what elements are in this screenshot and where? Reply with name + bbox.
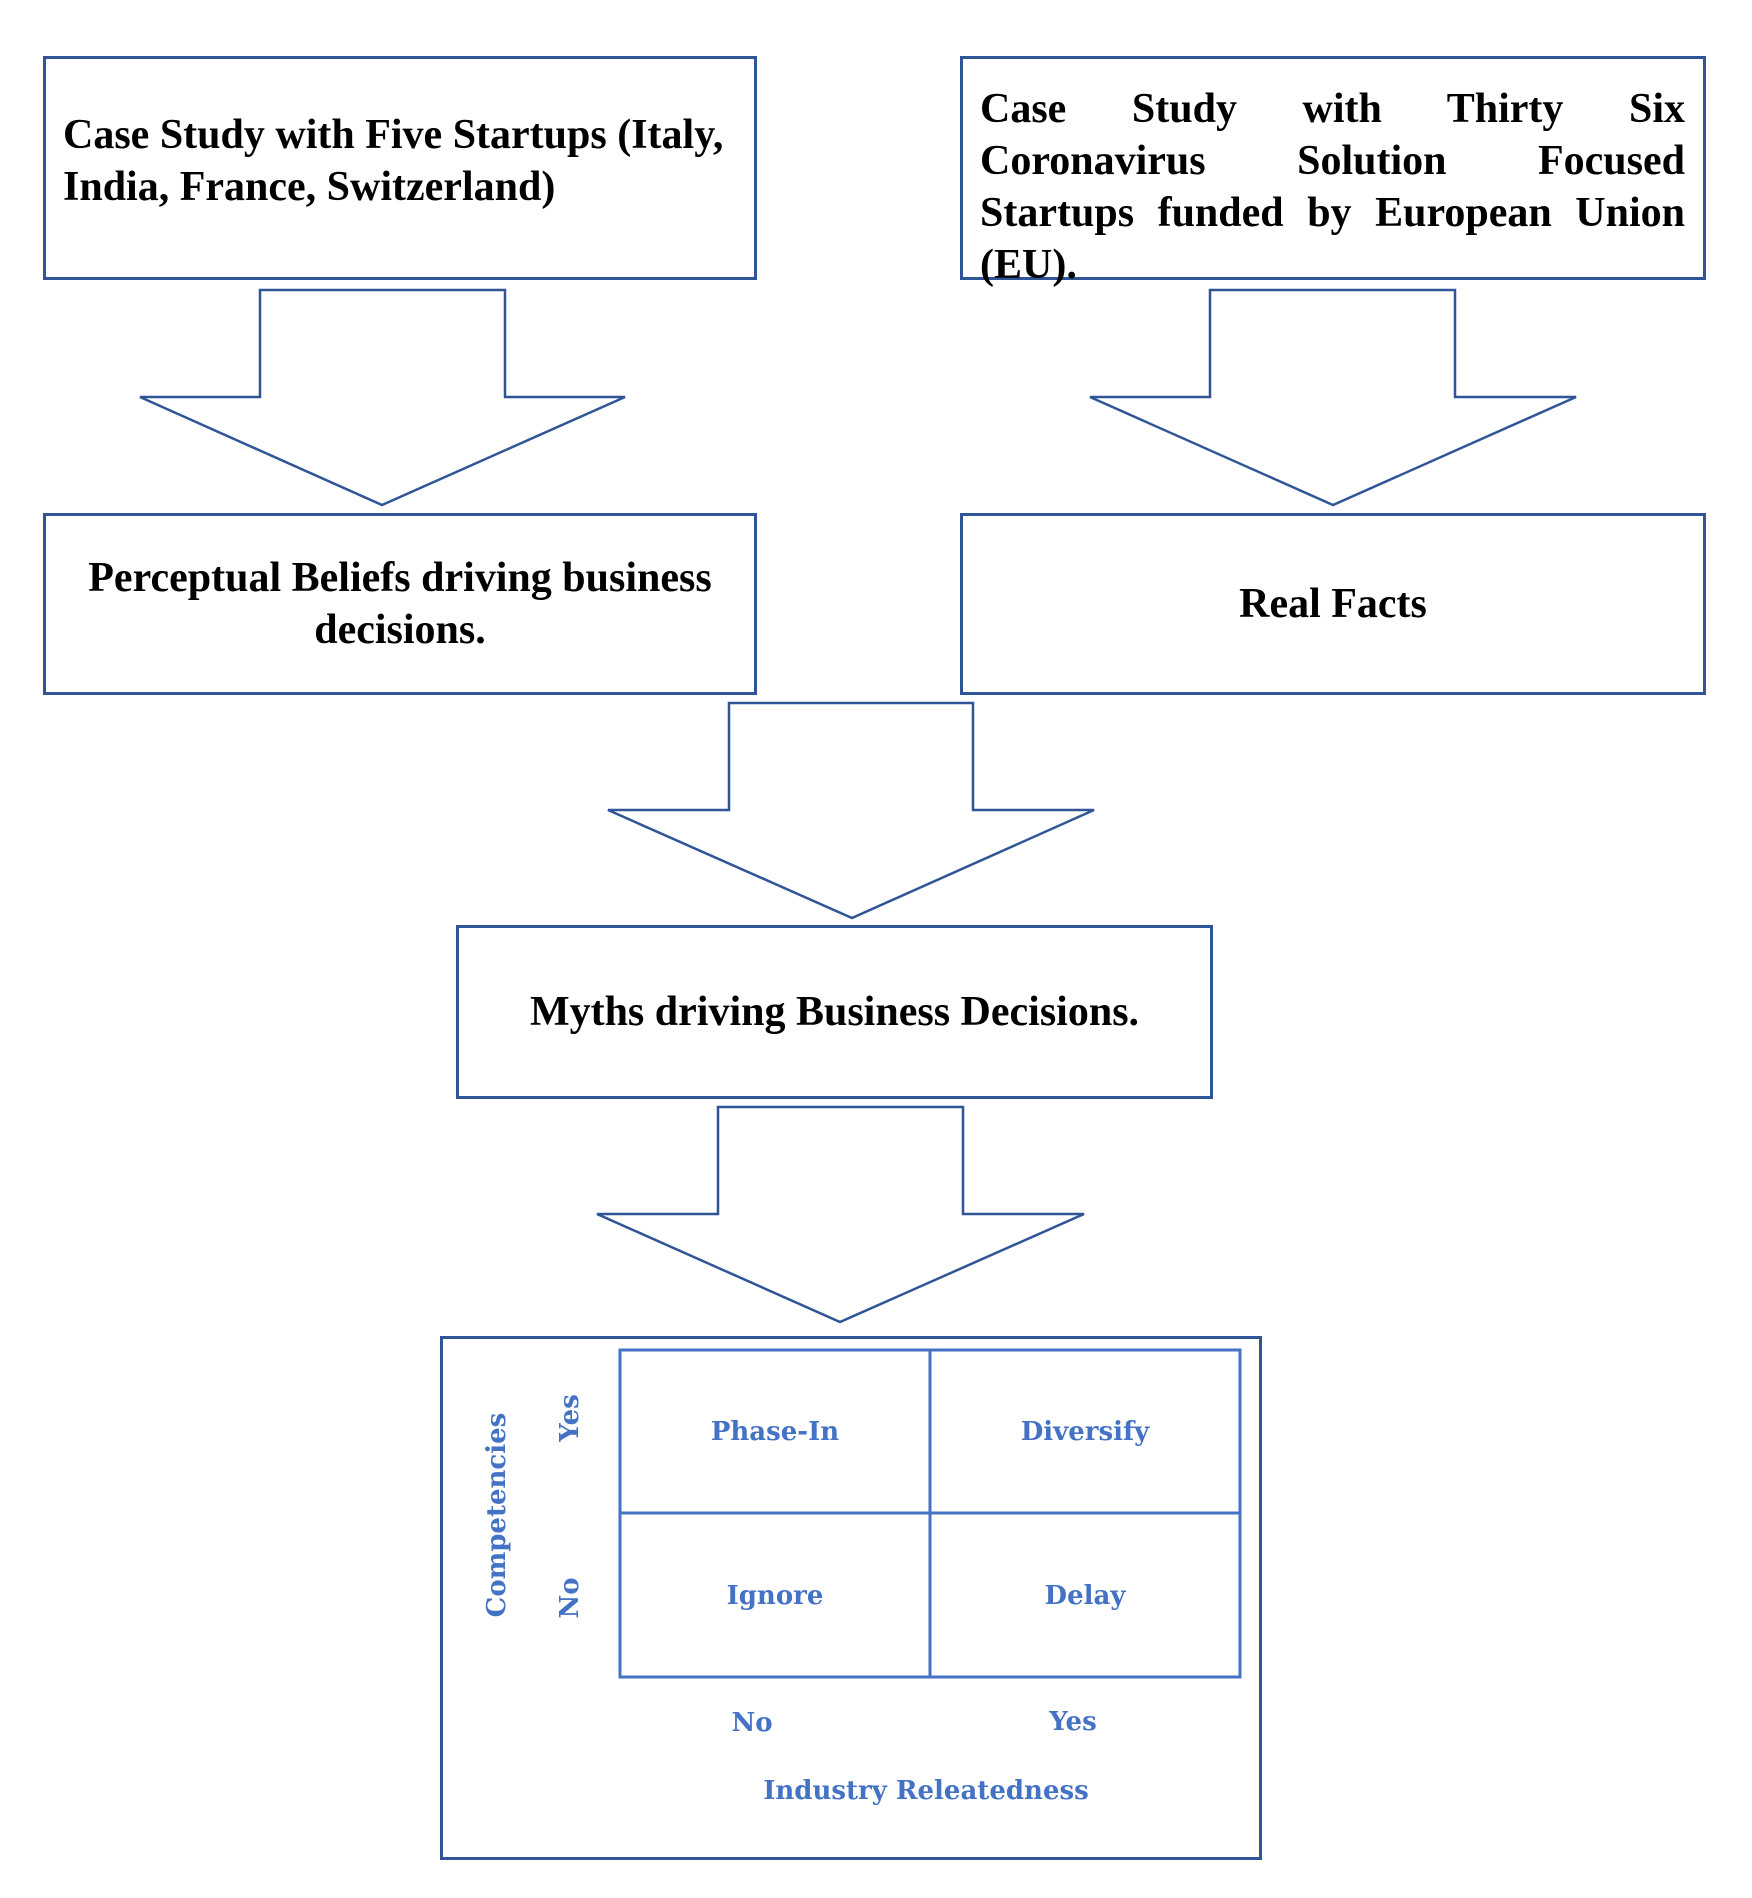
decision-matrix: Phase-In Diversify Ignore Delay Competen… <box>482 1348 1242 1806</box>
x-tick-yes: Yes <box>1048 1707 1096 1737</box>
case-study-36-startups-box: Case Study with Thirty Six Coronavirus S… <box>960 56 1706 288</box>
x-tick-no: No <box>731 1708 772 1738</box>
y-tick-yes: Yes <box>555 1394 585 1442</box>
case-study-five-startups-box: Case Study with Five Startups (Italy, In… <box>43 56 757 280</box>
real-facts-text: Real Facts <box>1239 581 1427 627</box>
cell-ignore: Ignore <box>727 1581 824 1611</box>
decision-matrix-box: Phase-In Diversify Ignore Delay Competen… <box>440 1336 1262 1860</box>
y-tick-no: No <box>555 1577 585 1618</box>
arrow-to-matrix <box>596 1105 1085 1324</box>
arrow-to-myths <box>607 701 1095 920</box>
arrow-case-five-to-beliefs <box>139 288 626 507</box>
case-study-five-startups-text: Case Study with Five Startups (Italy, In… <box>63 112 724 210</box>
arrow-case-36-to-facts <box>1089 288 1577 507</box>
y-axis-label: Competencies <box>482 1413 512 1618</box>
cell-diversify: Diversify <box>1021 1417 1150 1447</box>
real-facts-box: Real Facts <box>960 513 1706 695</box>
myths-text: Myths driving Business Decisions. <box>529 989 1140 1035</box>
myths-box: Myths driving Business Decisions. <box>456 925 1213 1099</box>
cell-delay: Delay <box>1045 1581 1127 1611</box>
perceptual-beliefs-box: Perceptual Beliefs driving business deci… <box>43 513 757 695</box>
cell-phase-in: Phase-In <box>711 1417 839 1447</box>
x-axis-label: Industry Releatedness <box>763 1776 1089 1806</box>
case-study-36-startups-text: Case Study with Thirty Six Coronavirus S… <box>980 86 1685 288</box>
perceptual-beliefs-text: Perceptual Beliefs driving business deci… <box>88 555 712 653</box>
